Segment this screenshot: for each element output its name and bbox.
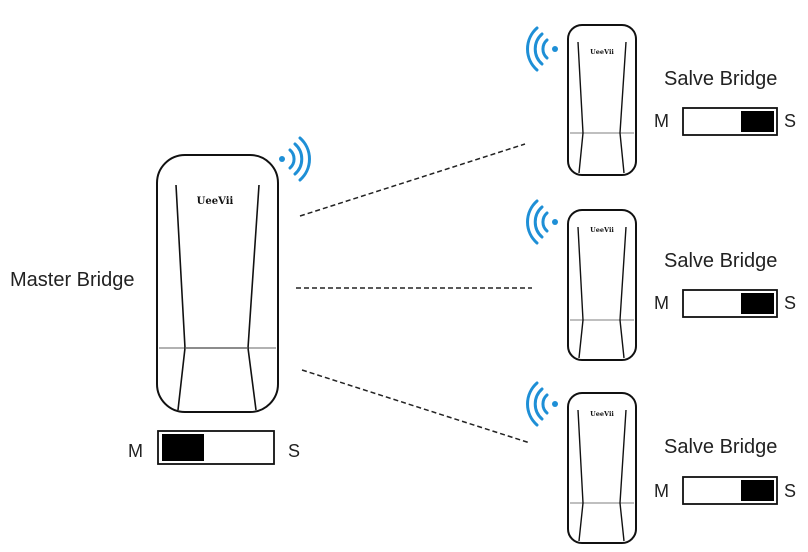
slave-2-switch-s-label: S bbox=[784, 293, 796, 313]
slave-2-label: Salve Bridge bbox=[664, 250, 777, 272]
master-bridge: Master Bridge UeeVii M S bbox=[10, 136, 311, 465]
slave-bridge-1: UeeVii Salve Bridge M S bbox=[526, 24, 796, 176]
master-device bbox=[156, 154, 279, 413]
slave-3-brand-logo: UeeVii bbox=[590, 410, 614, 418]
slave-1-switch-m-label: M bbox=[654, 111, 669, 131]
slave-1-wifi-icon bbox=[526, 26, 558, 72]
slave-2-device bbox=[567, 209, 637, 361]
master-switch-knob[interactable] bbox=[162, 434, 204, 461]
slave-3-switch-knob[interactable] bbox=[741, 480, 774, 501]
master-bridge-label: Master Bridge bbox=[10, 269, 135, 291]
master-brand-logo: UeeVii bbox=[197, 196, 234, 207]
slave-2-switch-knob[interactable] bbox=[741, 293, 774, 314]
slave-2-mode-switch[interactable]: M S bbox=[654, 289, 796, 318]
master-wifi-icon bbox=[279, 136, 311, 182]
slave-bridge-3: UeeVii Salve Bridge M S bbox=[526, 381, 796, 544]
slave-3-wifi-icon bbox=[526, 381, 558, 427]
link-line-bottom bbox=[301, 369, 531, 444]
slave-1-switch-s-label: S bbox=[784, 111, 796, 131]
slave-1-device bbox=[567, 24, 637, 176]
slave-2-wifi-icon bbox=[526, 199, 558, 245]
slave-1-mode-switch[interactable]: M S bbox=[654, 107, 796, 136]
slave-1-switch-knob[interactable] bbox=[741, 111, 774, 132]
slave-2-brand-logo: UeeVii bbox=[590, 226, 614, 234]
slave-bridge-2: UeeVii Salve Bridge M S bbox=[526, 199, 796, 361]
slave-3-label: Salve Bridge bbox=[664, 436, 777, 458]
slave-3-mode-switch[interactable]: M S bbox=[654, 476, 796, 505]
slave-1-brand-logo: UeeVii bbox=[590, 48, 614, 56]
slave-2-switch-m-label: M bbox=[654, 293, 669, 313]
slave-3-switch-s-label: S bbox=[784, 481, 796, 501]
wireless-links bbox=[296, 143, 532, 444]
link-line-top bbox=[299, 143, 526, 217]
master-device-body bbox=[156, 154, 279, 413]
master-switch-s-label: S bbox=[288, 441, 300, 461]
slave-3-switch-m-label: M bbox=[654, 481, 669, 501]
master-switch-m-label: M bbox=[128, 441, 143, 461]
slave-1-label: Salve Bridge bbox=[664, 68, 777, 90]
slave-3-device bbox=[567, 392, 637, 544]
master-mode-switch[interactable]: M S bbox=[128, 430, 300, 465]
